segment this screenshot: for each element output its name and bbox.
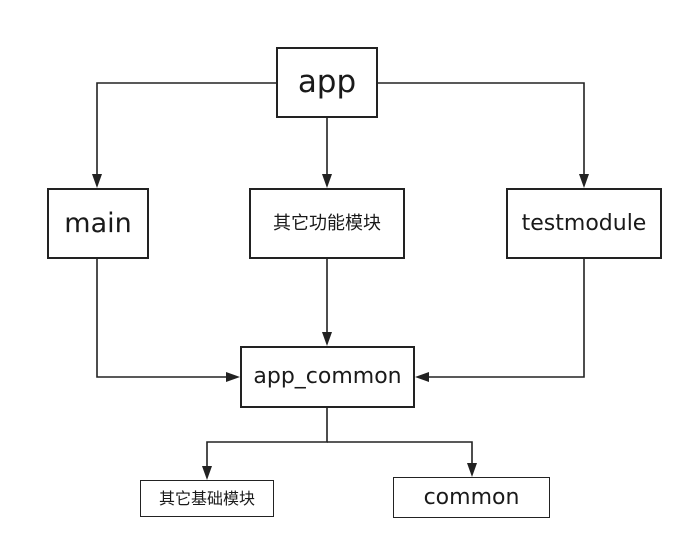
edge-app-common-to-common <box>327 441 473 467</box>
node-app-common-label: app_common <box>253 364 402 389</box>
node-other-base-modules: 其它基础模块 <box>140 480 274 517</box>
node-other-base-modules-label: 其它基础模块 <box>158 488 255 508</box>
node-app: app <box>276 47 378 118</box>
arrowhead-app-common-left <box>226 372 240 382</box>
arrowhead-app-common-right <box>415 372 429 382</box>
arrowhead-other-base-modules <box>202 466 212 480</box>
node-common-label: common <box>423 484 520 510</box>
node-main: main <box>47 188 149 259</box>
node-app-common: app_common <box>240 346 415 408</box>
node-other-function-modules: 其它功能模块 <box>249 188 405 259</box>
edge-app-to-main <box>96 82 276 178</box>
edge-app-to-testmodule <box>378 82 585 178</box>
node-other-function-modules-label: 其它功能模块 <box>273 212 381 234</box>
arrowhead-common <box>467 463 477 477</box>
node-testmodule: testmodule <box>506 188 662 259</box>
arrowhead-testmodule <box>579 174 589 188</box>
node-common: common <box>393 477 550 518</box>
arrowhead-app-common-top <box>322 332 332 346</box>
node-main-label: main <box>64 208 132 239</box>
edge-testmodule-to-app-common <box>425 259 585 378</box>
edge-main-to-app-common <box>96 259 230 378</box>
arrowhead-other-function-modules <box>322 174 332 188</box>
node-app-label: app <box>297 64 357 100</box>
node-testmodule-label: testmodule <box>521 210 647 236</box>
arrowhead-main <box>92 174 102 188</box>
edge-app-common-to-other-base-modules <box>206 408 328 470</box>
